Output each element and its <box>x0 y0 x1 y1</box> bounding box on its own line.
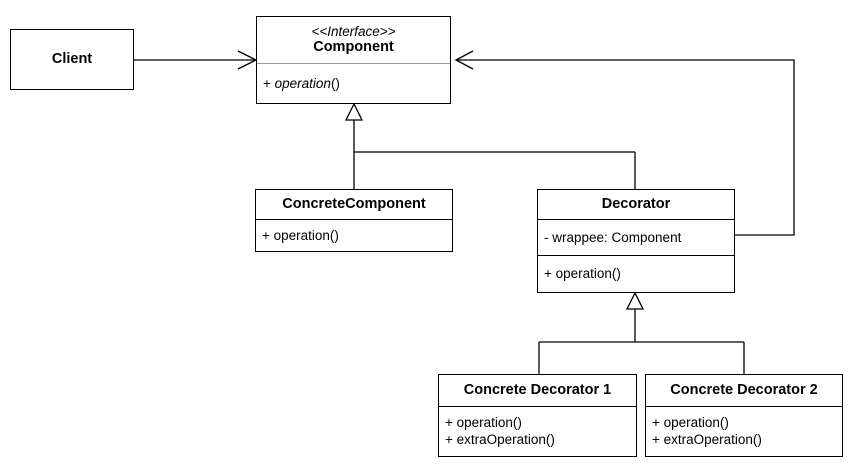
component-methods: + operation() <box>257 64 450 102</box>
concrete-decorator-1-method-operation: + operation() <box>445 415 522 430</box>
component-method-operation: + operation() <box>263 75 340 91</box>
decorator-method: + operation() <box>544 266 621 281</box>
component-inheritance-triangle <box>344 102 364 121</box>
concretecomponent-header: ConcreteComponent <box>256 190 452 220</box>
component-stereotype: <<Interface>> <box>311 24 396 39</box>
concrete-decorator-2-method-operation: + operation() <box>652 415 729 430</box>
component-header: <<Interface>> Component <box>257 17 450 64</box>
concrete-decorator-1-header: Concrete Decorator 1 <box>439 375 636 407</box>
concrete-decorator-1-method-extra: + extraOperation() <box>445 432 555 447</box>
concretecomponent-method: + operation() <box>262 227 339 243</box>
concretecomponent-class-box[interactable]: ConcreteComponent + operation() <box>255 189 453 252</box>
decorator-fields: - wrappee: Component <box>538 220 734 256</box>
component-interface-box[interactable]: <<Interface>> Component + operation() <box>256 16 451 104</box>
decorator-methods: + operation() <box>538 256 734 291</box>
concrete-decorator-2-method-extra: + extraOperation() <box>652 432 762 447</box>
concretecomponent-methods: + operation() <box>256 220 452 250</box>
concrete-decorator-2-class-box[interactable]: Concrete Decorator 2 + operation() + ext… <box>645 374 843 457</box>
decorator-class-box[interactable]: Decorator - wrappee: Component + operati… <box>537 189 735 293</box>
concrete-decorator-1-methods: + operation() + extraOperation() <box>439 407 636 455</box>
component-title: Component <box>313 39 394 55</box>
decorator-inheritance-triangle <box>625 291 645 310</box>
decorator-header: Decorator <box>538 190 734 220</box>
client-class-box[interactable]: Client <box>10 29 134 90</box>
decorator-title: Decorator <box>601 196 671 212</box>
client-title: Client <box>51 51 93 67</box>
concrete-decorator-1-title: Concrete Decorator 1 <box>463 382 612 398</box>
concrete-decorator-2-methods: + operation() + extraOperation() <box>646 407 842 455</box>
wrappee-association-line <box>456 59 795 236</box>
concrete-decorator-1-class-box[interactable]: Concrete Decorator 1 + operation() + ext… <box>438 374 637 457</box>
concretecomponent-title: ConcreteComponent <box>282 196 426 212</box>
concrete-decorator-2-title: Concrete Decorator 2 <box>670 382 818 398</box>
wrappee-association-arrowhead <box>454 50 474 70</box>
concrete-decorator-2-header: Concrete Decorator 2 <box>646 375 842 407</box>
decorator-field-wrappee: - wrappee: Component <box>544 230 682 245</box>
